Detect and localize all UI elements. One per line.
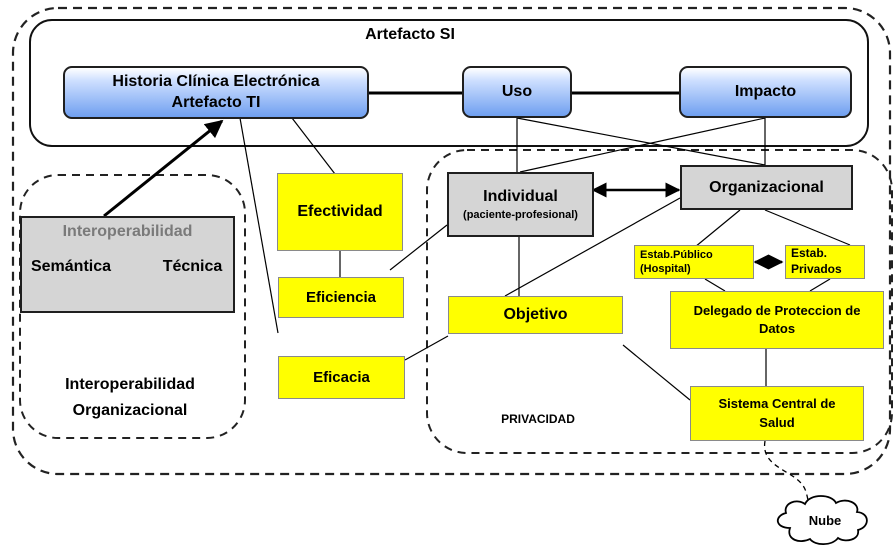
arrow-interop-to-hce [103, 119, 224, 218]
efectividad-label: Efectividad [297, 203, 383, 220]
edge-impacto-individual [519, 117, 766, 173]
hce-box: Historia Clínica Electrónica Artefacto T… [63, 66, 369, 119]
nube-label: Nube [808, 513, 842, 528]
hce-line2: Artefacto TI [171, 93, 261, 111]
individual-line1: Individual [483, 188, 558, 205]
eficacia-label: Eficacia [313, 369, 370, 386]
hce-line1: Historia Clínica Electrónica [112, 72, 320, 90]
artefacto-si-title: Artefacto SI [365, 26, 455, 43]
edge-estab-publico-delegado [704, 278, 726, 292]
uso-label: Uso [501, 83, 533, 100]
edge-organizacional-objetivo [504, 197, 681, 297]
tecnica-label: Técnica [162, 258, 223, 275]
artefacto-si-frame [29, 19, 869, 147]
estab-privados-line1: Estab. [791, 246, 828, 261]
delegado-box: Delegado de Proteccion de Datos [670, 291, 884, 349]
edge-organizacional-estab-privados [764, 209, 851, 246]
semantica-label: Semántica [30, 258, 112, 275]
estab-publico-box: Estab.Público (Hospital) [634, 245, 754, 279]
privacidad-group-frame [426, 149, 893, 454]
sistema-central-line1: Sistema Central de [718, 396, 836, 412]
impacto-label: Impacto [734, 83, 797, 100]
edge-eficiencia-individual [389, 224, 448, 271]
objetivo-label: Objetivo [503, 306, 568, 323]
organizacional-label: Organizacional [709, 178, 824, 196]
estab-privados-line2: Privados [791, 262, 842, 276]
edge-sistema-nube [764, 440, 812, 517]
sistema-central-box: Sistema Central de Salud [690, 386, 864, 441]
edge-organizacional-estab-publico [694, 209, 741, 248]
sistema-central-line2: Salud [759, 414, 795, 430]
interop-org-line2: Organizacional [72, 401, 188, 419]
individual-line2: (paciente-profesional) [463, 209, 578, 221]
interop-title: Interoperabilidad [62, 223, 193, 240]
efectividad-box: Efectividad [277, 173, 403, 251]
objetivo-box: Objetivo [448, 296, 623, 334]
delegado-line2: Datos [758, 321, 796, 336]
delegado-line1: Delegado de Proteccion de [693, 302, 861, 318]
interop-org-label: Interoperabilidad Organizacional [35, 372, 225, 423]
eficiencia-label: Eficiencia [305, 289, 377, 306]
estab-publico-line2: (Hospital) [640, 263, 691, 275]
edge-uso-organizacional [516, 117, 766, 166]
organizacional-box: Organizacional [680, 165, 853, 210]
interoperabilidad-box: Interoperabilidad [20, 216, 235, 313]
eficacia-box: Eficacia [278, 356, 405, 399]
edge-hce-eficacia [239, 117, 279, 334]
nube-cloud-shape [776, 495, 868, 546]
edge-hce-efectividad [291, 117, 336, 175]
edge-objetivo-eficacia [404, 335, 449, 361]
edge-objetivo-sistema [622, 344, 691, 401]
eficiencia-box: Eficiencia [278, 277, 404, 318]
outer-dashed-frame [11, 6, 892, 476]
impacto-box: Impacto [679, 66, 852, 118]
interop-org-line1: Interoperabilidad [65, 376, 195, 393]
individual-box: Individual (paciente-profesional) [447, 172, 594, 237]
estab-publico-line1: Estab.Público [640, 248, 713, 261]
edge-estab-privados-delegado [809, 278, 831, 292]
estab-privados-box: Estab. Privados [785, 245, 865, 279]
uso-box: Uso [462, 66, 572, 118]
privacidad-label: PRIVACIDAD [501, 412, 575, 426]
